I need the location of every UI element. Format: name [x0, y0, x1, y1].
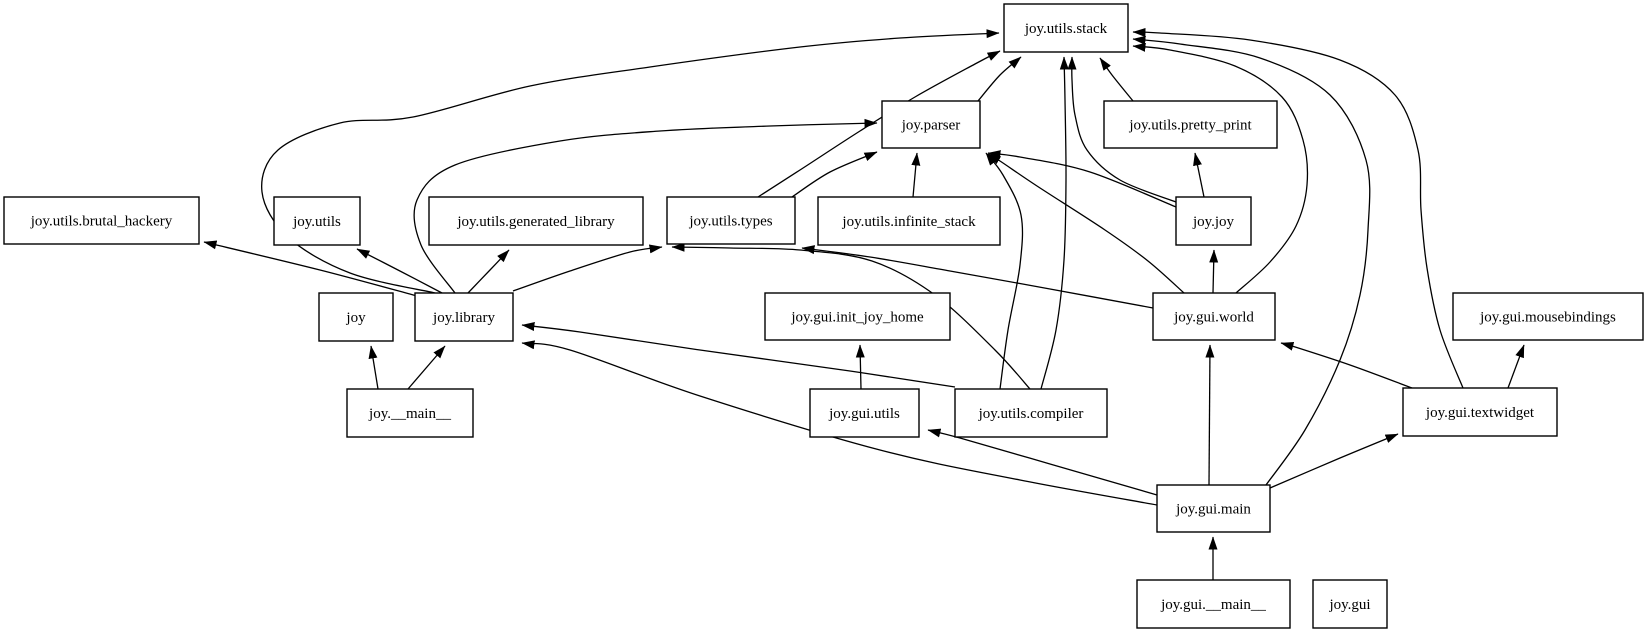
graph-node-world: joy.gui.world [1152, 292, 1276, 341]
graph-node-stack: joy.utils.stack [1003, 3, 1129, 53]
node-box-utils [273, 196, 361, 246]
graph-node-gui: joy.gui [1312, 579, 1388, 629]
node-label-joyjoy: joy.joy [1192, 214, 1235, 230]
node-box-textwidget [1402, 387, 1558, 437]
node-box-gui [1312, 579, 1388, 629]
edge-types-to-parser [791, 151, 878, 198]
edge-guimain-to-stack [1132, 35, 1371, 486]
edge-guimain-to-textwidget [1269, 433, 1399, 489]
edge-library-to-types [512, 244, 663, 292]
graph-node-types: joy.utils.types [666, 196, 796, 245]
edge-compiler-to-stack [1040, 56, 1069, 390]
node-label-joy: joy [345, 310, 366, 326]
node-box-mouse [1452, 292, 1644, 341]
graph-node-library: joy.library [414, 292, 514, 342]
edge-world-to-stack [1132, 42, 1309, 294]
node-box-world [1152, 292, 1276, 341]
graph-node-joymain: joy.__main__ [346, 388, 474, 438]
node-box-pretty [1103, 100, 1278, 149]
edge-guimain-to-guiutils [927, 428, 1158, 496]
edge-library-to-parser [413, 118, 878, 294]
node-box-library [414, 292, 514, 342]
edge-library-to-brutal [203, 240, 418, 297]
graph-node-guiutils: joy.gui.utils [809, 388, 920, 438]
node-box-guidunder [1136, 579, 1291, 629]
node-box-joyjoy [1175, 196, 1252, 246]
edge-joyjoy-to-parser [987, 150, 1177, 208]
edge-joyjoy-to-pretty [1193, 152, 1205, 198]
graph-node-inithome: joy.gui.init_joy_home [764, 292, 951, 341]
edge-parser-to-stack [977, 56, 1022, 102]
nodes-layer: joy.utils.stack joy.parser joy.utils.prett… [3, 3, 1644, 629]
edge-textwidget-to-world [1280, 341, 1413, 389]
edge-guiutils-to-inithome [855, 344, 865, 390]
node-box-stack [1003, 3, 1129, 53]
edge-world-to-joyjoy [1209, 249, 1219, 294]
node-label-genlib: joy.utils.generated_library [456, 214, 615, 230]
node-label-pretty: joy.utils.pretty_print [1128, 118, 1252, 134]
edge-textwidget-to-mouse [1507, 344, 1525, 389]
node-box-joy [318, 292, 394, 342]
node-label-parser: joy.parser [901, 118, 961, 134]
edges-layer [203, 27, 1525, 580]
graph-node-brutal: joy.utils.brutal_hackery [3, 196, 200, 245]
edge-textwidget-to-stack [1132, 27, 1464, 389]
node-label-stack: joy.utils.stack [1024, 21, 1108, 37]
edge-joymain-to-joy [368, 345, 379, 390]
edge-compiler-to-parser [985, 152, 1024, 390]
graph-node-mouse: joy.gui.mousebindings [1452, 292, 1644, 341]
node-label-textwidget: joy.gui.textwidget [1425, 405, 1535, 421]
graph-node-compiler: joy.utils.compiler [954, 388, 1108, 438]
graph-node-textwidget: joy.gui.textwidget [1402, 387, 1558, 437]
node-label-library: joy.library [432, 310, 495, 326]
node-box-guimain [1156, 484, 1271, 533]
node-label-types: joy.utils.types [688, 214, 772, 230]
edge-joymain-to-library [407, 345, 446, 390]
node-label-gui: joy.gui [1328, 597, 1370, 613]
node-label-mouse: joy.gui.mousebindings [1479, 310, 1616, 326]
graph-node-utils: joy.utils [273, 196, 361, 246]
edge-infstack-to-parser [911, 152, 921, 198]
node-box-types [666, 196, 796, 245]
edge-compiler-to-types [671, 242, 1031, 390]
node-box-infstack [817, 196, 1001, 246]
node-label-world: joy.gui.world [1173, 310, 1254, 326]
node-label-inithome: joy.gui.init_joy_home [790, 310, 924, 326]
node-label-guimain: joy.gui.main [1175, 502, 1251, 518]
node-box-joymain [346, 388, 474, 438]
node-label-joymain: joy.__main__ [368, 406, 451, 422]
edge-pretty-to-stack [1099, 57, 1134, 102]
node-box-inithome [764, 292, 951, 341]
edge-world-to-types [801, 245, 1154, 309]
node-label-guiutils: joy.gui.utils [828, 406, 900, 422]
node-box-compiler [954, 388, 1108, 438]
edge-compiler-to-library [521, 322, 956, 388]
node-box-guiutils [809, 388, 920, 438]
graph-node-parser: joy.parser [881, 100, 981, 149]
edge-world-to-parser [987, 153, 1185, 294]
edge-guimain-to-world [1205, 344, 1215, 486]
edge-library-to-utils [356, 248, 443, 294]
edge-joyjoy-to-stack [1067, 56, 1177, 203]
node-label-infstack: joy.utils.infinite_stack [841, 214, 976, 230]
edge-library-to-stack [261, 29, 1000, 294]
graph-node-guimain: joy.gui.main [1156, 484, 1271, 533]
node-label-brutal: joy.utils.brutal_hackery [30, 214, 173, 230]
graph-node-genlib: joy.utils.generated_library [428, 196, 644, 246]
graph-node-pretty: joy.utils.pretty_print [1103, 100, 1278, 149]
graph-node-guidunder: joy.gui.__main__ [1136, 579, 1291, 629]
graph-node-joy: joy [318, 292, 394, 342]
node-label-utils: joy.utils [292, 214, 341, 230]
node-box-genlib [428, 196, 644, 246]
graph-node-joyjoy: joy.joy [1175, 196, 1252, 246]
node-box-brutal [3, 196, 200, 245]
graph-node-infstack: joy.utils.infinite_stack [817, 196, 1001, 246]
edge-library-to-genlib [467, 249, 510, 294]
node-box-parser [881, 100, 981, 149]
node-label-guidunder: joy.gui.__main__ [1160, 597, 1266, 613]
node-label-compiler: joy.utils.compiler [978, 406, 1084, 422]
